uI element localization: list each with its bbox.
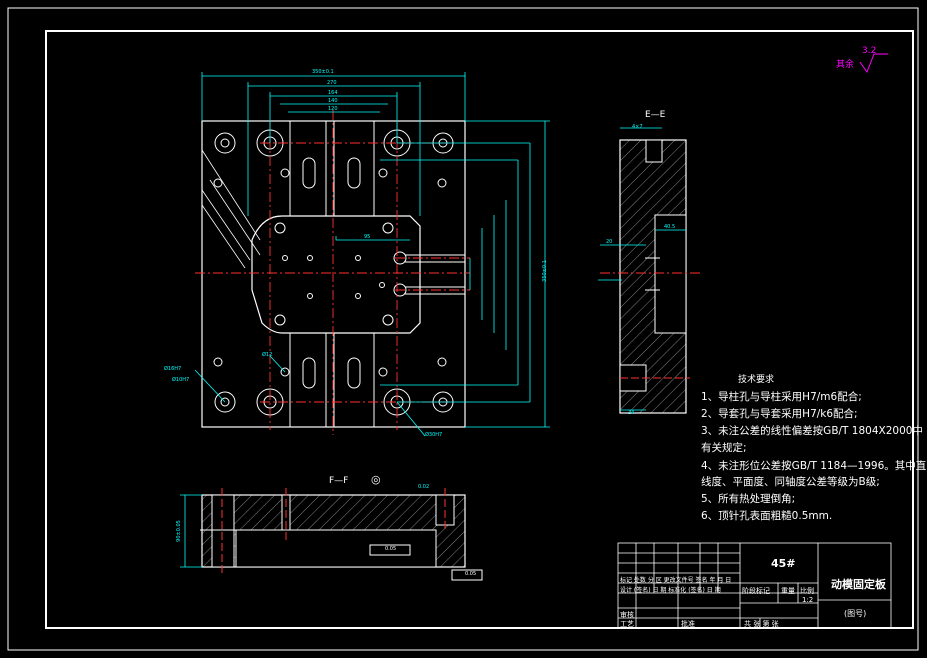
dim-label-2: Ø10H7	[172, 377, 190, 383]
side-pins	[405, 254, 465, 295]
ff-counterbore-left	[211, 494, 235, 568]
section-f-symbol: ◎	[371, 473, 381, 486]
ee-pocket	[654, 214, 687, 334]
dim-ff-tol: 0.02	[418, 484, 430, 490]
title-block	[617, 542, 892, 629]
ff-pocket	[235, 529, 437, 568]
roughness-symbol	[859, 53, 888, 74]
dim-top-5: 120	[328, 106, 338, 112]
tech-req-2: 2、导套孔与导套采用H7/k6配合;	[701, 408, 858, 420]
tb-row-3: 审核	[620, 611, 634, 619]
material-label: 45#	[771, 557, 796, 570]
part-name-label: 动模固定板	[831, 578, 886, 591]
stage-mark-label: 阶段标记	[742, 587, 770, 595]
weight-label: 重量	[781, 587, 795, 595]
sheet-border-outer	[7, 7, 919, 651]
tech-req-3b: 有关规定;	[701, 442, 747, 454]
tech-req-4: 4、未注形位公差按GB/T 1184—1996。其中直	[701, 460, 927, 472]
oblong-4	[347, 357, 361, 389]
dim-ff-par: 0.05	[465, 571, 477, 577]
dim-top-2: 270	[327, 80, 337, 86]
tech-req-6: 6、顶针孔表面粗糙0.5mm.	[701, 510, 833, 522]
slot-mid	[333, 120, 375, 217]
dim-right-overall: 350±0.1	[541, 260, 548, 282]
tb-row-2: 设计 (签名) 日 期 标准化 (签名) 日 期	[620, 587, 721, 594]
centrelines	[195, 110, 470, 435]
drawing-no-label: (图号)	[844, 609, 867, 618]
tech-req-4b: 线度、平面度、同轴度公差等级为B级;	[701, 476, 880, 488]
main-plan-view	[194, 72, 550, 437]
tech-req-title: 技术要求	[738, 375, 775, 385]
ff-tolerance-frame	[369, 544, 411, 556]
ratio-label: 比例	[800, 587, 814, 595]
oblong-1	[302, 157, 316, 189]
section-e-view	[598, 127, 700, 414]
ejector-holes	[282, 255, 385, 299]
dim-top-3: 164	[328, 90, 338, 96]
dim-top-overall: 350±0.1	[312, 69, 334, 75]
dimension-lines	[201, 72, 550, 428]
tb-row-1: 标记 处数 分 区 更改文件号 签名 年 月 日	[620, 577, 732, 584]
tech-req-3: 3、未注公差的线性偏差按GB/T 1804X2000中	[701, 425, 923, 437]
tech-req-5: 5、所有热处理倒角;	[701, 493, 796, 505]
scale-label: 1:2	[802, 596, 814, 604]
left-hatch	[201, 149, 261, 269]
dim-ee-mid: 40.5	[664, 224, 676, 230]
section-f-label: F—F	[329, 476, 349, 486]
dim-top-4: 140	[328, 98, 338, 104]
tech-req-1: 1、导柱孔与导柱采用H7/m6配合;	[701, 391, 862, 403]
tb-row-4: 工艺	[620, 620, 634, 628]
roughness-label: 其余	[836, 60, 855, 70]
sheet-border-inner	[45, 30, 914, 629]
roughness-value: 3.2	[862, 46, 877, 56]
ff-flatness-frame	[451, 569, 483, 581]
slot-left	[289, 120, 327, 217]
leaders	[194, 355, 426, 437]
dim-label-1: Ø16H7	[164, 366, 182, 372]
dim-ee-top: 4×7	[632, 124, 643, 130]
dim-ee-left: 20	[606, 239, 613, 245]
section-e-label: E—E	[645, 110, 666, 120]
oblong-3	[302, 357, 316, 389]
slot-mid-bottom	[333, 332, 375, 428]
dim-ff-left: 90±0.05	[175, 520, 182, 542]
dim-ff-flat: 0.05	[385, 546, 397, 552]
dim-inner-95: 95	[364, 234, 371, 240]
dim-ee-bottom: 24	[628, 410, 635, 416]
dim-label-3: Ø12	[262, 352, 273, 358]
ee-counterbore	[645, 139, 663, 163]
oblong-2	[347, 157, 361, 189]
approve-label: 批准	[681, 620, 695, 628]
slot-left-bottom	[289, 332, 327, 428]
sheets-label: 共 张 第 张	[744, 620, 779, 628]
dim-label-4: Ø30H7	[425, 432, 443, 438]
section-f-view	[180, 488, 483, 581]
